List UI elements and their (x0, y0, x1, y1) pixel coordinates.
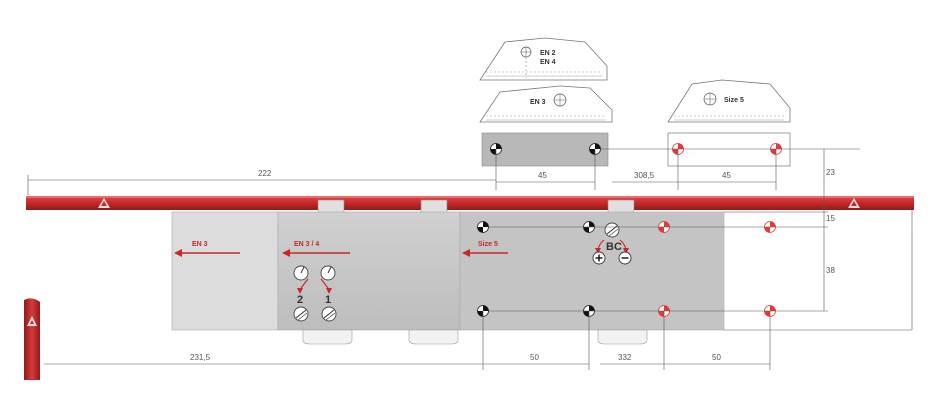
door-edge (24, 298, 40, 380)
bracket-dimensions: 45 308,5 45 (495, 148, 860, 190)
hole-reference-lines (489, 210, 913, 331)
dim-top-left-line: 222 (27, 169, 496, 195)
plate-label-en4: EN 4 (540, 59, 556, 66)
valve-label-2: 2 (297, 294, 303, 306)
label-size5: Size 5 (478, 241, 498, 248)
closer-body-middle (277, 211, 461, 331)
arrow-left-icon (174, 249, 182, 257)
arrow-left-icon (282, 249, 290, 257)
dim-bottom-332: 332 (618, 353, 632, 362)
plate-en2-en4: EN 2 EN 4 (479, 37, 608, 81)
rail-warning-icon (98, 198, 110, 208)
arrow-down-icon (595, 248, 601, 254)
label-en3: EN 3 (192, 241, 208, 248)
dim-bottom-left: 231,5 (190, 353, 211, 362)
rail-slider (420, 199, 448, 214)
dim-right-15: 15 (826, 214, 835, 223)
valve-label-1: 1 (325, 294, 331, 306)
bracket-en (481, 132, 609, 167)
arrow-en34: EN 3 / 4 (282, 241, 350, 257)
arrow-left-icon (462, 249, 470, 257)
arrow-down-icon (326, 288, 332, 294)
plate-label-en3: EN 3 (530, 99, 546, 106)
plate-label-en2: EN 2 (540, 50, 556, 57)
dim-right-23: 23 (826, 168, 835, 177)
dim-right-38: 38 (826, 266, 835, 275)
closer-foot (408, 329, 459, 345)
dim-bracket-3085: 308,5 (634, 171, 655, 180)
dim-bottom-50b: 50 (712, 353, 721, 362)
dim-bottom-50a: 50 (530, 353, 539, 362)
dim-bracket-45: 45 (538, 171, 547, 180)
right-dimensions: 23 15 38 (823, 149, 835, 311)
bracket-size5 (667, 132, 791, 167)
red-rail (26, 196, 914, 210)
arrow-size5: Size 5 (462, 241, 508, 257)
label-bc: BC (606, 241, 622, 253)
arrow-down-icon (297, 288, 303, 294)
arrow-en3: EN 3 (174, 241, 240, 257)
rail-slider (317, 199, 345, 214)
bc-valve-group: BC (592, 222, 632, 265)
closer-body-left (171, 211, 279, 331)
plate-en3: EN 3 (479, 85, 613, 123)
closer-foot (597, 329, 648, 345)
adjustment-valves: 2 1 (293, 265, 337, 322)
dim-bracket-45b: 45 (722, 171, 731, 180)
dim-top-left: 222 (258, 169, 272, 178)
plate-label-size5: Size 5 (724, 97, 744, 104)
arrow-down-icon (623, 248, 629, 254)
rail-slider (607, 199, 635, 214)
rail-warning-icon (848, 198, 860, 208)
bottom-dimensions: 231,5 50 332 50 (44, 311, 771, 370)
label-en34: EN 3 / 4 (294, 241, 319, 248)
plate-size5: Size 5 (667, 79, 791, 123)
closer-foot (302, 329, 353, 345)
